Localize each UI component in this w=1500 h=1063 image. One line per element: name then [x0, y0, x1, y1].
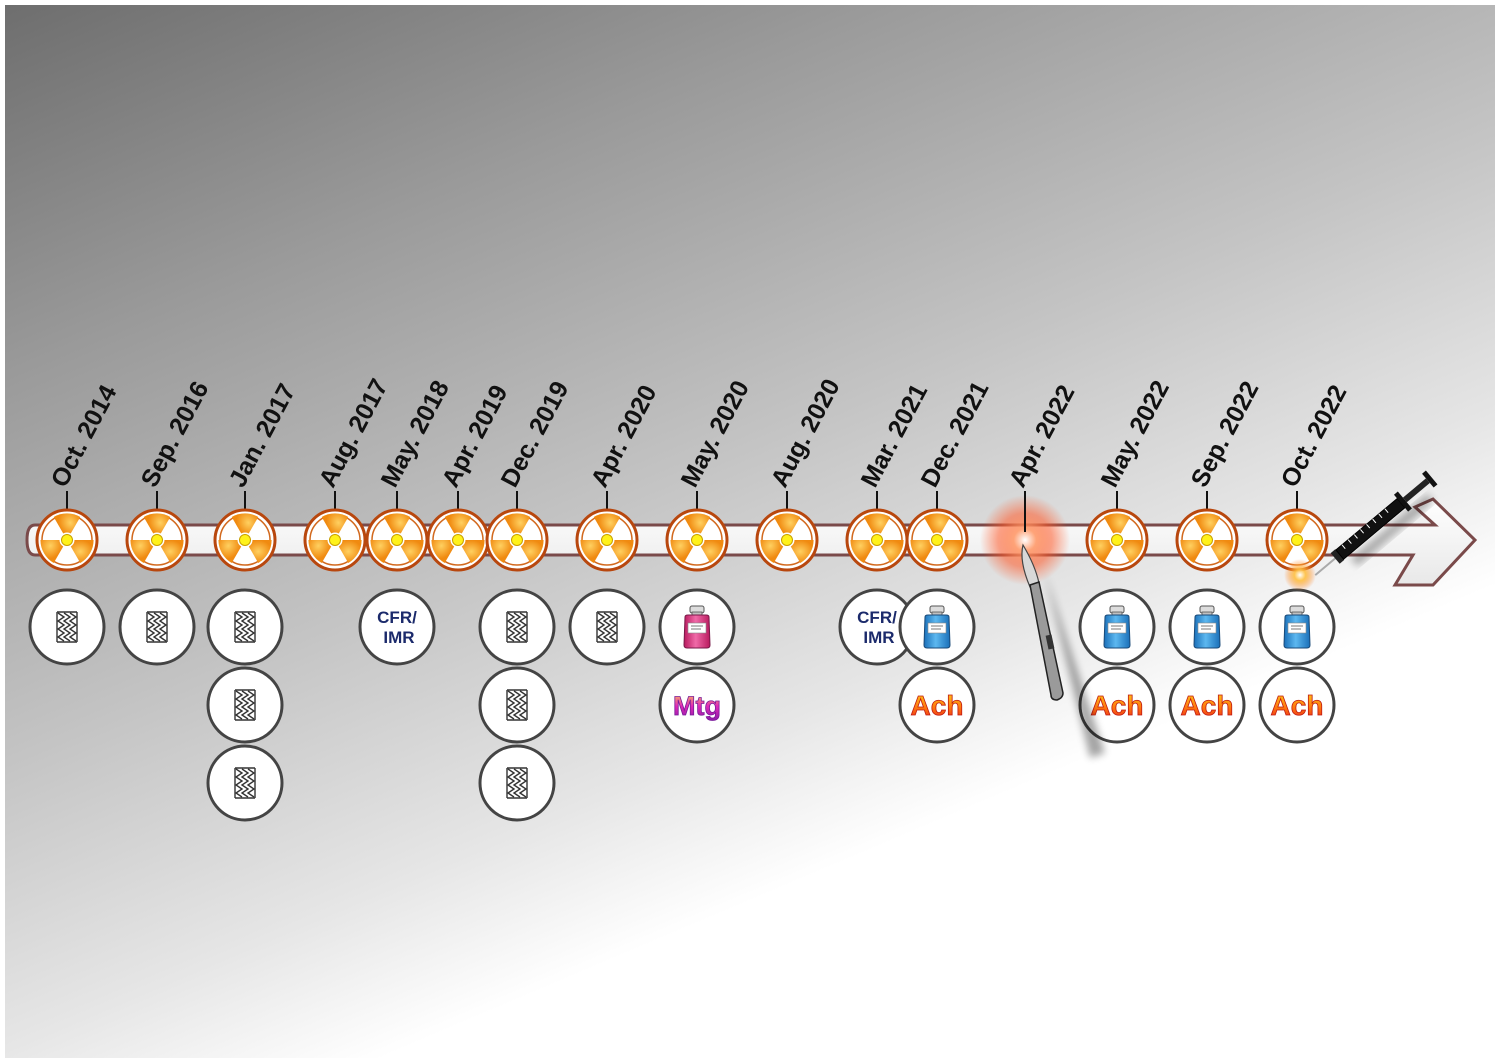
imr-label: IMR: [383, 628, 414, 647]
mtg-badge: Mtg: [658, 666, 736, 744]
blue-vial-icon: [1168, 588, 1246, 666]
radiation-icon: [572, 503, 639, 572]
ach-label: Ach: [911, 690, 964, 721]
radiation-icon: [122, 503, 189, 572]
date-label: May. 2022: [1096, 376, 1175, 492]
date-label: Sep. 2016: [136, 377, 215, 492]
blue-vial-icon: [898, 588, 976, 666]
stent-badge: [568, 588, 646, 666]
radiation-icon: [362, 503, 429, 572]
imr-label: IMR: [863, 628, 894, 647]
radiation-icon: [662, 503, 729, 572]
radiation-icon: [902, 503, 969, 572]
cfr-imr-badge: CFR/IMR: [358, 588, 436, 666]
scalpel-icon: [1021, 543, 1105, 758]
radiation-icon: [423, 503, 490, 572]
radiation-icon: [842, 503, 909, 572]
ach-label: Ach: [1091, 690, 1144, 721]
timeline-event: Jan. 2017: [206, 379, 302, 822]
stent-badge: [478, 588, 556, 666]
blue-vial-icon: [1078, 588, 1156, 666]
date-label: Sep. 2022: [1186, 377, 1265, 492]
stent-badge: [206, 666, 284, 744]
timeline-event: Dec. 2019: [478, 377, 574, 822]
date-label: Jan. 2017: [224, 379, 302, 492]
timeline-event: Oct. 2014: [28, 380, 123, 666]
radiation-icon: [300, 503, 367, 572]
date-label: Aug. 2020: [766, 374, 846, 491]
blue-vial-icon: [1258, 588, 1336, 666]
syringe-icon: [1314, 470, 1438, 576]
radiation-icon: [482, 503, 549, 572]
date-label: Apr. 2020: [586, 380, 663, 491]
radiation-icon: [1082, 503, 1149, 572]
radiation-icon: [210, 503, 277, 572]
date-label: Oct. 2014: [46, 380, 123, 491]
timeline-arrow: [25, 497, 1478, 587]
injection-glow: [1284, 559, 1316, 591]
cfr-imr-badge: CFR/IMR: [838, 588, 916, 666]
timeline-event: Apr. 2020: [568, 380, 663, 666]
radiation-icon: [1172, 503, 1239, 572]
ach-badge: Ach: [1078, 666, 1156, 744]
date-label: Oct. 2022: [1276, 380, 1353, 491]
pink-vial-icon: [658, 588, 736, 666]
stent-badge: [28, 588, 106, 666]
cfr-label: CFR/: [857, 608, 897, 627]
date-label: May. 2020: [676, 376, 755, 492]
cfr-label: CFR/: [377, 608, 417, 627]
date-label: Apr. 2022: [1004, 380, 1081, 491]
radiation-icon: [752, 503, 819, 572]
timeline-event: Sep. 2016: [118, 377, 215, 666]
stent-badge: [478, 666, 556, 744]
mtg-label: Mtg: [673, 691, 721, 721]
radiation-icon: [32, 503, 99, 572]
ach-badge: Ach: [1168, 666, 1246, 744]
ach-badge: Ach: [898, 666, 976, 744]
stent-badge: [118, 588, 196, 666]
ach-badge: Ach: [1258, 666, 1336, 744]
ach-label: Ach: [1181, 690, 1234, 721]
stent-badge: [206, 588, 284, 666]
stent-badge: [206, 744, 284, 822]
stent-badge: [478, 744, 556, 822]
scalpel-glow: [980, 495, 1070, 585]
ach-label: Ach: [1271, 690, 1324, 721]
